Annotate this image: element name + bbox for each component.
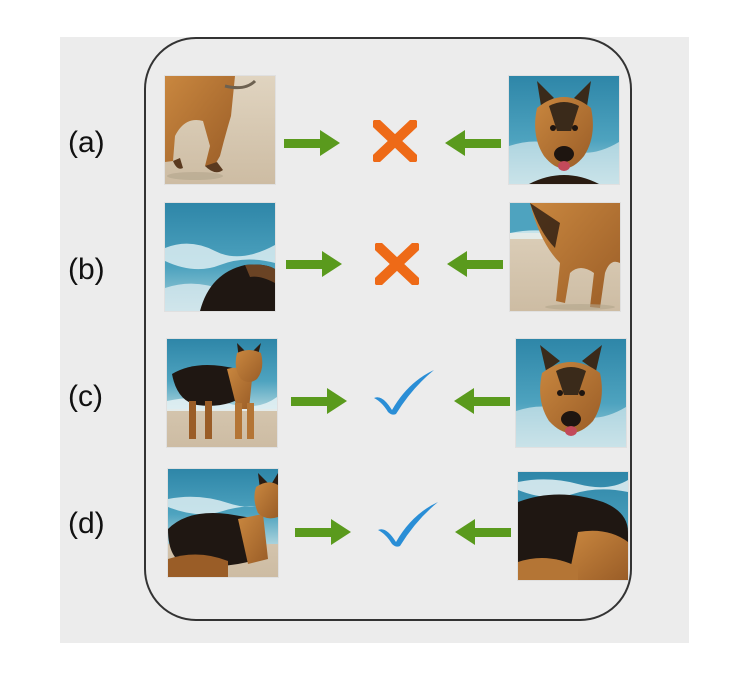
green-arrow-icon bbox=[295, 519, 351, 545]
photo-dog-full-body-on-beach bbox=[168, 469, 278, 577]
row-label-c: (c) bbox=[68, 380, 103, 413]
green-arrow-icon bbox=[284, 130, 340, 156]
blue-checkmark-icon bbox=[378, 502, 438, 547]
orange-cross-icon bbox=[373, 120, 417, 162]
green-arrow-icon bbox=[455, 519, 511, 545]
row-label-d: (d) bbox=[68, 507, 105, 540]
photo-dog-back-with-sea bbox=[518, 472, 628, 580]
orange-cross-icon bbox=[375, 243, 419, 285]
row-label-a: (a) bbox=[68, 126, 105, 159]
green-arrow-icon bbox=[445, 130, 501, 156]
green-arrow-icon bbox=[454, 388, 510, 414]
photo-dog-chest-and-legs-on-sand bbox=[510, 203, 620, 311]
photo-dog-legs-on-sand bbox=[165, 76, 275, 184]
photo-dog-head-sea bbox=[509, 76, 619, 184]
green-arrow-icon bbox=[447, 251, 503, 277]
green-arrow-icon bbox=[286, 251, 342, 277]
blue-checkmark-icon bbox=[374, 370, 434, 415]
rounded-frame bbox=[144, 37, 632, 621]
green-arrow-icon bbox=[291, 388, 347, 414]
row-label-b: (b) bbox=[68, 253, 105, 286]
photo-dog-full-body-on-beach bbox=[167, 339, 277, 447]
photo-dog-head-sea bbox=[516, 339, 626, 447]
photo-sea-with-dog-back bbox=[165, 203, 275, 311]
